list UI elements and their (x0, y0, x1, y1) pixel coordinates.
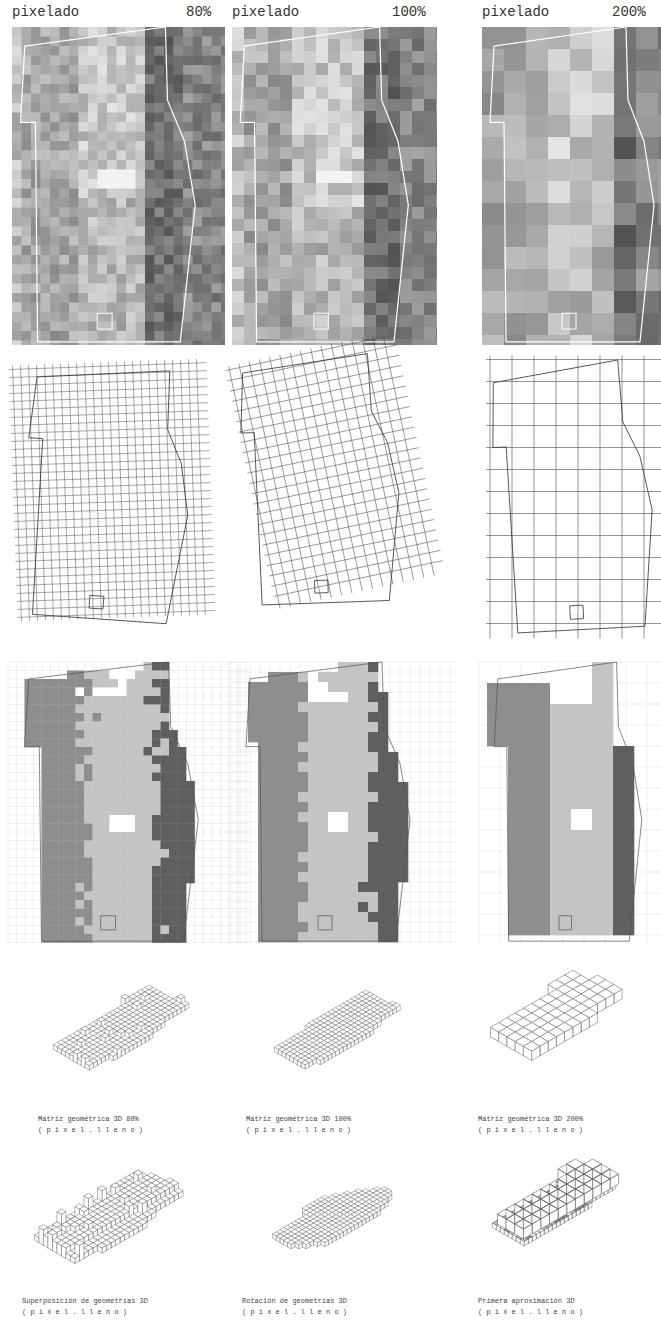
page-ground: pixelado80%pixelado100%pixelado200%Matri… (0, 0, 661, 1332)
